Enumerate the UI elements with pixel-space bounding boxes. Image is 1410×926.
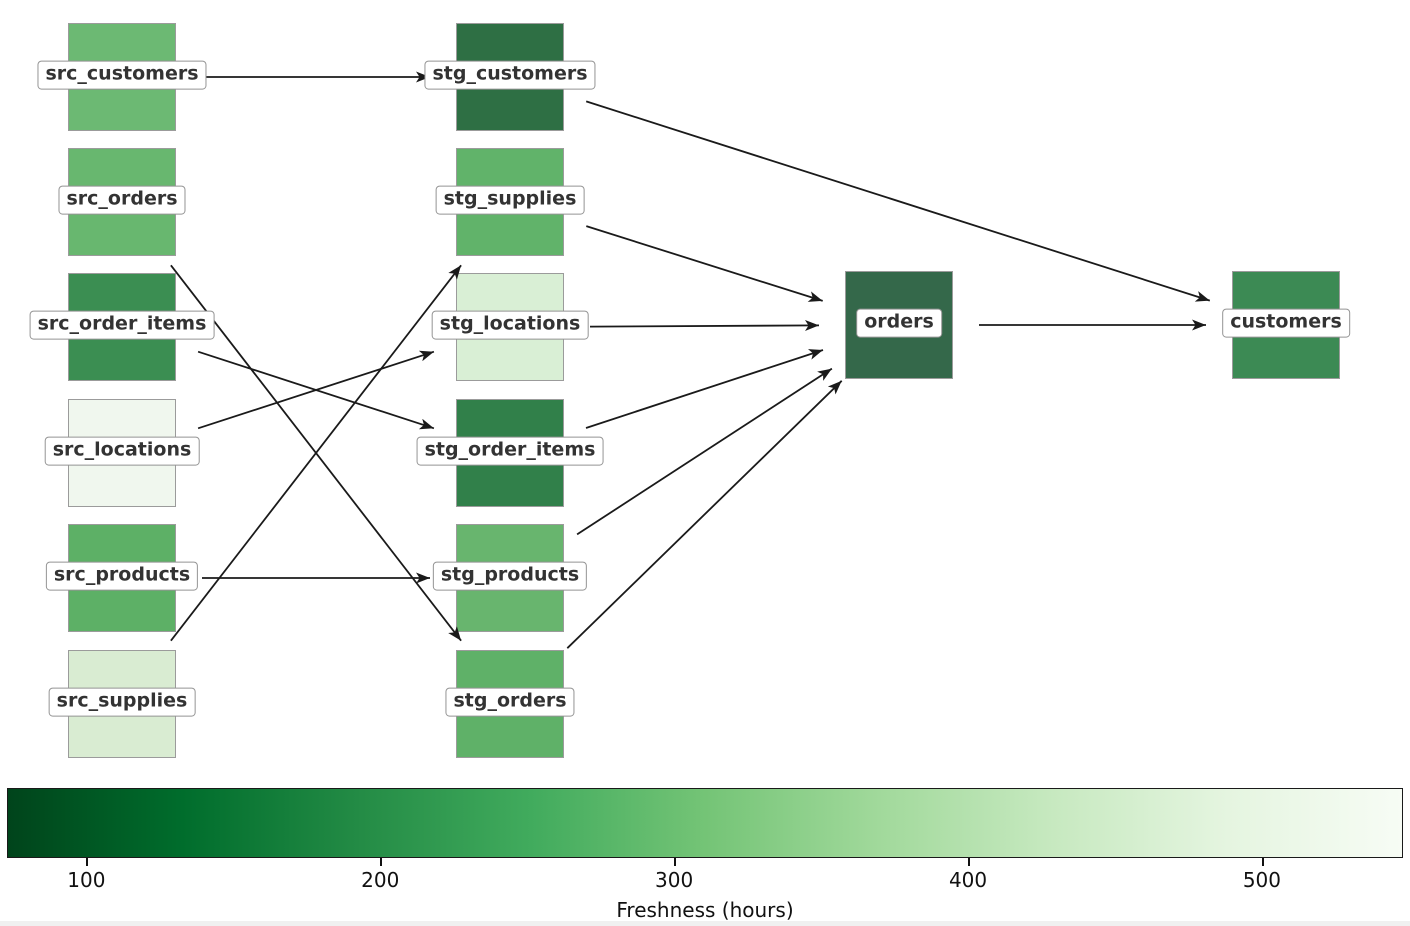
colorbar-gradient — [7, 788, 1403, 858]
edge-stg_supplies-to-orders — [586, 225, 823, 302]
colorbar-tick-400 — [968, 858, 970, 866]
edge-src_locations-to-stg_locations — [197, 350, 435, 430]
edge-stg_order_items-to-orders — [585, 349, 824, 429]
colorbar-tick-label-300: 300 — [655, 868, 694, 892]
edge-stg_customers-to-customers — [585, 100, 1211, 302]
colorbar-axis-label: Freshness (hours) — [616, 898, 794, 922]
edge-stg_orders-to-orders — [566, 380, 843, 649]
figure-bottom-edge — [0, 921, 1410, 926]
edge-stg_products-to-orders — [576, 367, 833, 536]
colorbar-tick-label-500: 500 — [1242, 868, 1282, 892]
colorbar-tick-label-100: 100 — [67, 868, 106, 892]
colorbar-tick-200 — [380, 858, 382, 866]
colorbar-tick-500 — [1261, 858, 1264, 866]
edge-stg_locations-to-orders — [589, 319, 820, 331]
colorbar-tick-label-200: 200 — [361, 868, 400, 892]
colorbar-tick-label-400: 400 — [948, 868, 988, 892]
colorbar-tick-100 — [86, 858, 88, 866]
colorbar-tick-300 — [674, 858, 676, 866]
edge-src_supplies-to-stg_supplies — [170, 264, 462, 642]
